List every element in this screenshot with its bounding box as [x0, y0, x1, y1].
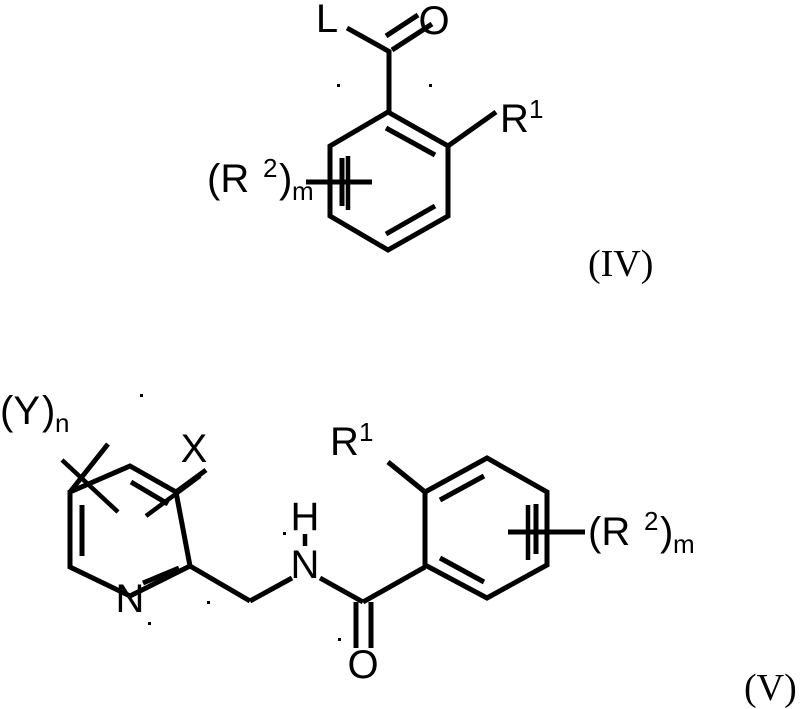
label-r2m-iv: (R 2 ) m — [207, 153, 314, 206]
label-r2m-v-open: (R — [588, 510, 630, 554]
bond-carbonyl-to-benzene-v — [361, 564, 427, 605]
formula-tag-v: (V) — [744, 667, 797, 709]
bond-ring-to-r1-iv — [446, 109, 498, 149]
label-r1-v-superscript: 1 — [359, 417, 373, 447]
label-x-substituent: X — [181, 427, 208, 471]
pyridine-double-1 — [129, 479, 170, 507]
label-yn-close: ) — [42, 389, 55, 433]
label-yn-subscript: n — [55, 408, 69, 438]
label-leaving-group-l: L — [316, 0, 338, 41]
label-r2m-iv-subscript: m — [292, 176, 314, 206]
artifact-speck — [429, 84, 432, 87]
artifact-speck — [283, 532, 286, 535]
label-carbonyl-oxygen-iv: O — [418, 0, 449, 43]
label-r2m-iv-superscript: 2 — [263, 153, 277, 183]
formula-tag-iv: (IV) — [588, 243, 653, 285]
ring-iv-double-2 — [384, 203, 437, 237]
label-r1-v: R 1 — [330, 417, 373, 464]
label-r2m-v-subscript: m — [673, 529, 695, 559]
bond-carbonyl-double-outer — [390, 21, 434, 53]
label-amide-carbonyl-oxygen: O — [347, 643, 378, 687]
y-cross-slash — [60, 458, 120, 514]
artifact-speck — [338, 638, 341, 641]
ring-iv-double-1 — [384, 125, 437, 158]
label-r2m-iv-open: (R — [207, 157, 249, 201]
label-amide-hydrogen: H — [291, 495, 320, 539]
label-r2m-v-close: ) — [660, 510, 673, 554]
artifact-speck — [148, 622, 151, 625]
bond-pyridine-to-ch2 — [188, 563, 252, 604]
artifact-speck — [207, 601, 210, 604]
label-r1-v-letter: R — [330, 420, 359, 464]
bond-benzene-to-r1-v — [386, 460, 427, 494]
label-r1-iv: R 1 — [500, 94, 543, 141]
bond-carbonyl-double-inner — [384, 12, 420, 39]
formula-iv-group — [306, 12, 498, 253]
label-r1-iv-letter: R — [500, 97, 529, 141]
label-r2m-iv-close: ) — [279, 157, 292, 201]
artifact-speck — [337, 84, 340, 87]
x-cross-slash — [144, 474, 202, 518]
benzene-v-double-1 — [438, 473, 486, 503]
formula-v-group — [60, 394, 585, 648]
benzene-v-double-2 — [438, 555, 486, 585]
label-r2m-v: (R 2 ) m — [588, 506, 695, 559]
label-pyridine-nitrogen: N — [116, 577, 145, 621]
label-r1-iv-superscript: 1 — [529, 94, 543, 124]
label-r2m-v-superscript: 2 — [644, 506, 658, 536]
pyridine-double-3 — [142, 565, 180, 586]
bond-amide-n-to-carbonyl — [318, 575, 365, 605]
bond-pyridine-to-y — [68, 442, 110, 494]
artifact-speck — [140, 394, 143, 397]
bond-ch2-to-amide-n — [248, 575, 294, 604]
bond-l-to-carbonyl — [345, 25, 392, 55]
label-yn: (Y ) n — [0, 389, 69, 438]
label-yn-open: (Y — [0, 389, 40, 433]
label-amide-nitrogen: N — [291, 543, 320, 587]
